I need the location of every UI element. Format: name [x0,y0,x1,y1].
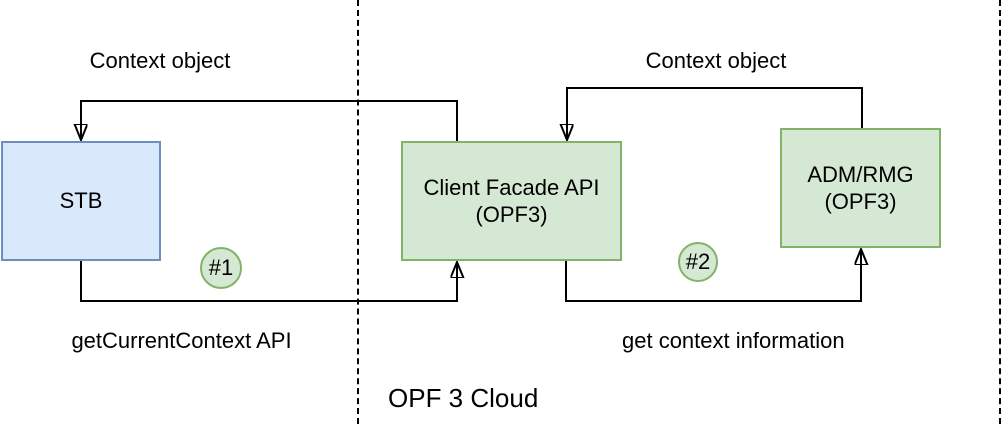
connector-getcurrentcontext-stb-to-client-facade [80,261,457,302]
node-stb: STB [1,141,161,261]
node-client-facade-api: Client Facade API (OPF3) [401,141,622,261]
connector-context-object-to-stb [81,100,458,141]
step-badge-1-label: #1 [208,255,234,280]
node-client-facade-api-label-line1: Client Facade API [423,174,600,200]
edge-label-getcurrentcontext-api: getCurrentContext API [71,328,292,353]
region-label-opf3-cloud: OPF 3 Cloud [388,383,539,413]
node-client-facade-api-label-line2: (OPF3) [475,202,548,227]
step-badge-1: #1 [200,247,242,289]
node-stb-label: STB [59,188,103,214]
cloud-boundary-dashed-line-left [357,0,359,424]
edge-label-context-object-left: Context object [89,48,231,73]
step-badge-2-label: #2 [685,249,711,274]
cloud-boundary-dashed-line-right [999,0,1001,424]
node-adm-rmg-label-line1: ADM/RMG [807,161,914,187]
node-adm-rmg-label-line2: (OPF3) [824,189,897,214]
step-badge-2: #2 [678,242,718,282]
node-adm-rmg: ADM/RMG (OPF3) [780,128,941,248]
edge-label-context-object-right: Context object [645,48,787,73]
edge-label-get-context-information: get context information [622,328,845,353]
